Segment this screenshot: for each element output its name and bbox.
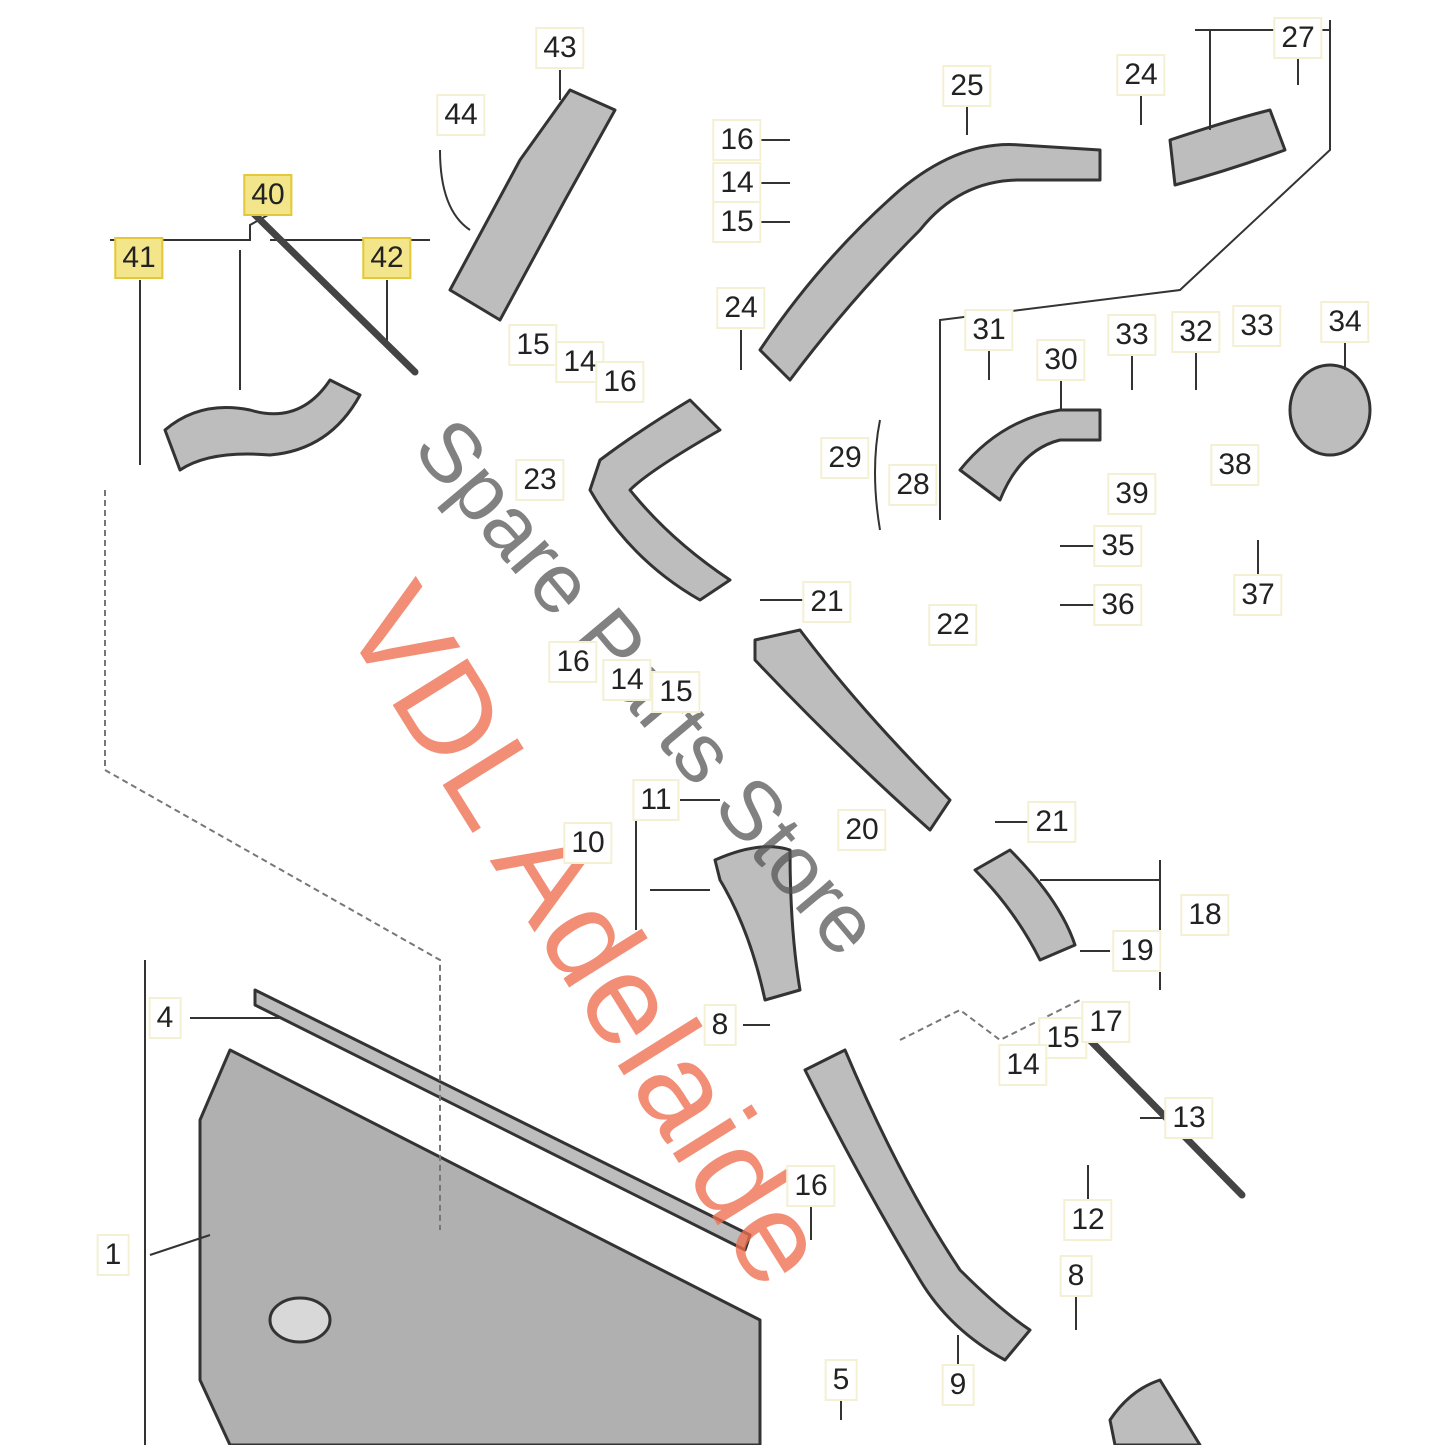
part-label-37: 37: [1233, 574, 1283, 616]
part-label-33: 33: [1107, 314, 1157, 356]
intercooler-port: [268, 1296, 332, 1344]
part-label-43: 43: [535, 27, 585, 69]
part-label-39: 39: [1107, 473, 1157, 515]
removal-mark-lower: [1076, 1026, 1246, 1199]
hose-18: [973, 848, 1077, 962]
part-label-35: 35: [1093, 525, 1143, 567]
valve-34: [1288, 363, 1372, 457]
part-label-33: 33: [1232, 305, 1282, 347]
part-label-40: 40: [243, 174, 293, 216]
hose-lower: [1108, 1378, 1202, 1445]
part-label-44: 44: [436, 94, 486, 136]
part-label-16: 16: [786, 1165, 836, 1207]
part-label-21: 21: [802, 581, 852, 623]
part-label-38: 38: [1210, 444, 1260, 486]
part-label-25: 25: [942, 65, 992, 107]
hose-40: [163, 378, 362, 472]
part-label-14: 14: [712, 162, 762, 204]
part-label-22: 22: [928, 604, 978, 646]
part-label-23: 23: [515, 459, 565, 501]
part-label-15: 15: [1038, 1017, 1088, 1059]
part-label-4: 4: [148, 997, 182, 1039]
part-label-24: 24: [1116, 54, 1166, 96]
hose-26: [1168, 108, 1287, 187]
part-label-5: 5: [824, 1359, 858, 1401]
strip-4: [253, 988, 752, 1252]
part-label-30: 30: [1036, 339, 1086, 381]
intercooler-1: [198, 1048, 762, 1445]
part-label-24: 24: [716, 287, 766, 329]
part-label-19: 19: [1112, 930, 1162, 972]
part-label-20: 20: [837, 809, 887, 851]
part-label-12: 12: [1063, 1199, 1113, 1241]
hose-30: [958, 408, 1102, 502]
hose-10: [713, 845, 802, 1002]
part-label-8: 8: [1059, 1255, 1093, 1297]
part-label-28: 28: [888, 464, 938, 506]
part-label-31: 31: [964, 309, 1014, 351]
part-label-15: 15: [651, 671, 701, 713]
pipe-25: [758, 143, 1102, 382]
part-label-36: 36: [1093, 584, 1143, 626]
part-label-32: 32: [1171, 311, 1221, 353]
part-label-41: 41: [114, 237, 164, 279]
part-label-34: 34: [1320, 301, 1370, 343]
part-label-17: 17: [1081, 1001, 1131, 1043]
part-label-15: 15: [712, 201, 762, 243]
part-label-8: 8: [703, 1004, 737, 1046]
part-label-27: 27: [1273, 17, 1323, 59]
part-label-16: 16: [712, 119, 762, 161]
pipe-43: [448, 88, 617, 322]
hose-23: [588, 398, 732, 602]
pipe-9: [803, 1048, 1032, 1362]
part-label-18: 18: [1180, 894, 1230, 936]
part-label-14: 14: [602, 659, 652, 701]
part-label-21: 21: [1027, 801, 1077, 843]
part-label-42: 42: [362, 237, 412, 279]
part-label-29: 29: [820, 437, 870, 479]
part-label-11: 11: [632, 779, 680, 821]
removal-mark-upper: [244, 204, 419, 376]
part-label-15: 15: [508, 324, 558, 366]
part-label-9: 9: [941, 1364, 975, 1406]
part-label-16: 16: [548, 641, 598, 683]
part-label-14: 14: [998, 1044, 1048, 1086]
part-label-10: 10: [563, 822, 613, 864]
part-label-13: 13: [1164, 1097, 1214, 1139]
part-label-1: 1: [96, 1234, 130, 1276]
pipe-20: [753, 628, 952, 832]
part-label-16: 16: [595, 361, 645, 403]
